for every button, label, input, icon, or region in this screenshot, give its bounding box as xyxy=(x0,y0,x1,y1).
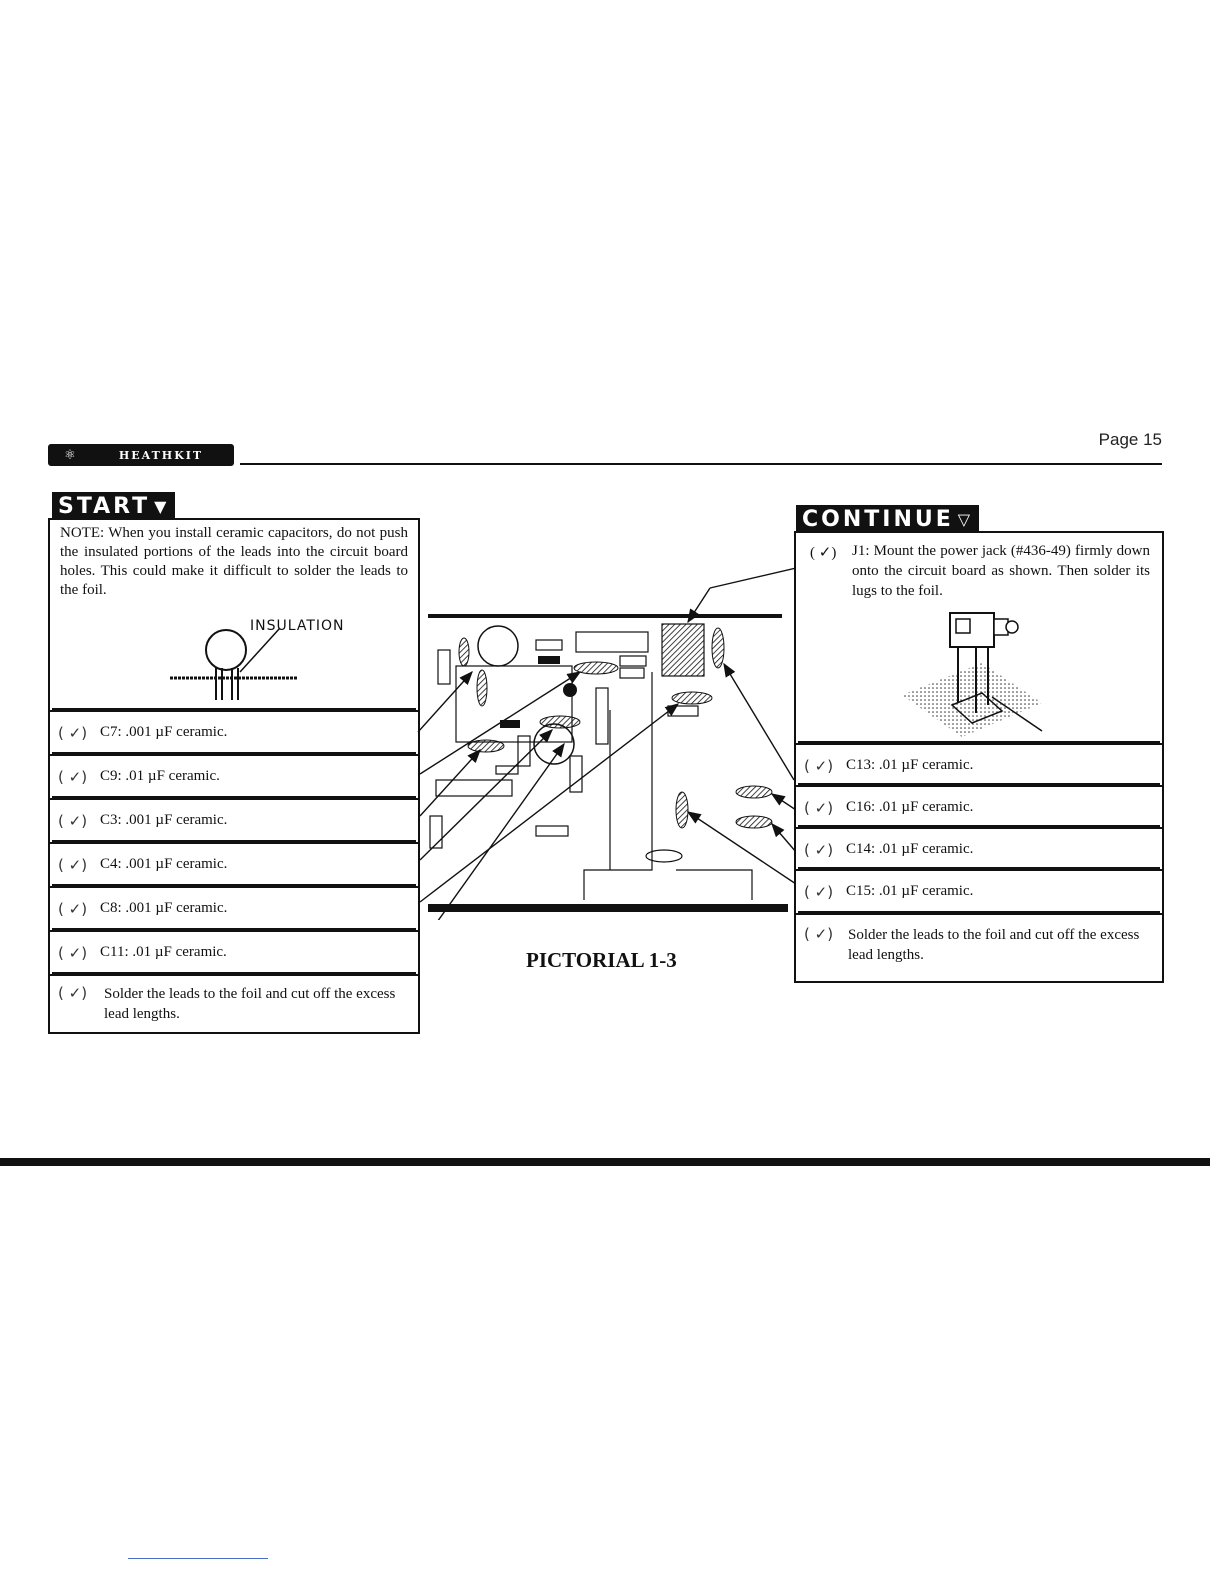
step-solder: ( ✓) Solder the leads to the foil and cu… xyxy=(796,913,1162,983)
continue-banner-label: CONTINUE xyxy=(802,507,954,532)
checkbox[interactable]: ( ✓) xyxy=(58,984,88,1002)
step-label: Solder the leads to the foil and cut off… xyxy=(848,927,1140,963)
start-banner: START▼ xyxy=(52,492,176,522)
checkbox[interactable]: ( ✓) xyxy=(804,799,834,817)
heathkit-logo: ⚛ HEATHKIT xyxy=(48,444,234,466)
step-c13: ( ✓) C13: .01 µF ceramic. xyxy=(796,743,1162,785)
insulation-diagram xyxy=(170,627,298,700)
power-jack-illustration xyxy=(902,612,1043,737)
checkbox[interactable]: ( ✓) xyxy=(804,757,834,775)
step-c4: ( ✓) C4: .001 µF ceramic. xyxy=(50,842,418,886)
step-label: Solder the leads to the foil and cut off… xyxy=(104,986,396,1022)
step-label: C13: .01 µF ceramic. xyxy=(846,757,974,773)
step-solder: ( ✓) Solder the leads to the foil and cu… xyxy=(50,974,418,1036)
step-label: C7: .001 µF ceramic. xyxy=(100,724,228,740)
checkbox[interactable]: ( ✓) xyxy=(58,944,88,962)
step-c16: ( ✓) C16: .01 µF ceramic. xyxy=(796,785,1162,827)
header-rule xyxy=(240,463,1162,465)
step-c3: ( ✓) C3: .001 µF ceramic. xyxy=(50,798,418,842)
checkbox[interactable]: ( ✓) xyxy=(804,925,834,943)
circuit-board-pictorial xyxy=(417,567,796,920)
step-c14: ( ✓) C14: .01 µF ceramic. xyxy=(796,827,1162,869)
checkbox[interactable]: ( ✓) xyxy=(804,883,834,901)
continue-banner: CONTINUE▽ xyxy=(796,505,980,535)
insulation-label: INSULATION xyxy=(250,618,345,634)
checkbox[interactable]: ( ✓) xyxy=(804,841,834,859)
bottom-rule xyxy=(0,1158,1210,1166)
checkbox[interactable]: ( ✓) xyxy=(810,545,837,561)
step-label: C15: .01 µF ceramic. xyxy=(846,883,974,899)
step-label: C4: .001 µF ceramic. xyxy=(100,856,228,872)
step-label: C8: .001 µF ceramic. xyxy=(100,900,228,916)
checkbox[interactable]: ( ✓) xyxy=(58,768,88,786)
step-c9: ( ✓) C9: .01 µF ceramic. xyxy=(50,754,418,798)
step-c7: ( ✓) C7: .001 µF ceramic. xyxy=(50,710,418,754)
step-c11: ( ✓) C11: .01 µF ceramic. xyxy=(50,930,418,974)
down-arrow-outline-icon: ▽ xyxy=(957,510,974,529)
step-label: C9: .01 µF ceramic. xyxy=(100,768,220,784)
checkbox[interactable]: ( ✓) xyxy=(58,900,88,918)
footer-line xyxy=(128,1558,268,1559)
continue-panel: ( ✓) J1: Mount the power jack (#436-49) … xyxy=(794,531,1164,983)
checkbox[interactable]: ( ✓) xyxy=(58,856,88,874)
down-arrow-icon: ▼ xyxy=(154,497,170,516)
j1-instruction: J1: Mount the power jack (#436-49) firml… xyxy=(852,543,1150,599)
pictorial-title: PICTORIAL 1-3 xyxy=(526,948,677,972)
step-label: C11: .01 µF ceramic. xyxy=(100,944,227,960)
step-label: C3: .001 µF ceramic. xyxy=(100,812,228,828)
step-label: C14: .01 µF ceramic. xyxy=(846,841,974,857)
checkbox[interactable]: ( ✓) xyxy=(58,724,88,742)
brand-name: HEATHKIT xyxy=(118,448,204,462)
start-banner-label: START xyxy=(58,494,151,519)
step-c8: ( ✓) C8: .001 µF ceramic. xyxy=(50,886,418,930)
atom-icon: ⚛ xyxy=(64,447,76,462)
step-label: C16: .01 µF ceramic. xyxy=(846,799,974,815)
page-number: Page 15 xyxy=(1098,430,1162,449)
checkbox[interactable]: ( ✓) xyxy=(58,812,88,830)
step-c15: ( ✓) C15: .01 µF ceramic. xyxy=(796,869,1162,911)
ceramic-note: NOTE: When you install ceramic capacitor… xyxy=(60,525,408,598)
start-panel: NOTE: When you install ceramic capacitor… xyxy=(48,518,420,1034)
